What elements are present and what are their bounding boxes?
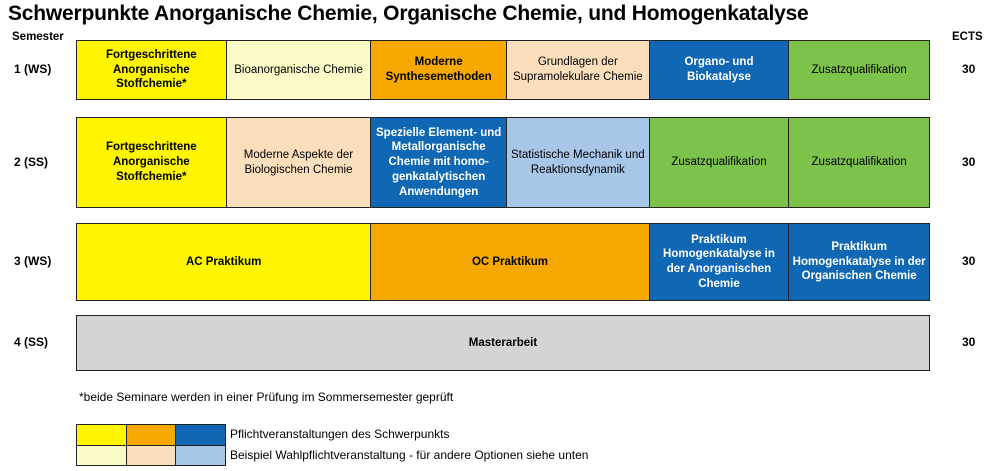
legend-label-elective: Beispiel Wahlpflichtveranstaltung - für …: [230, 448, 589, 462]
legend-swatch-required-orange: [126, 425, 177, 445]
legend-swatch-required-blue: [176, 425, 226, 445]
legend-row-required: [77, 425, 226, 446]
course-module[interactable]: Zusatzqualifikation: [789, 118, 929, 207]
semester-row-2: Fortgeschrittene Anorganische Stoffchemi…: [76, 117, 930, 208]
course-module[interactable]: AC Praktikum: [77, 224, 372, 300]
page-title: Schwerpunkte Anorganische Chemie, Organi…: [8, 2, 809, 25]
course-module[interactable]: Fortgeschrittene Anorganische Stoffchemi…: [77, 41, 227, 99]
legend-label-required: Pflichtveranstaltungen des Schwerpunkts: [230, 427, 450, 441]
semester-label-3: 3 (WS): [14, 254, 52, 268]
column-header-ects: ECTS: [952, 31, 983, 43]
legend-swatch-required-yellow: [77, 425, 127, 445]
ects-value-4: 30: [962, 335, 976, 349]
column-header-semester: Semester: [12, 31, 64, 43]
legend-swatches: [76, 424, 226, 466]
legend-row-elective: [77, 445, 226, 465]
legend-swatch-elective-light_yellow: [77, 445, 127, 465]
course-module[interactable]: Organo- und Biokatalyse: [649, 41, 790, 99]
semester-label-1: 1 (WS): [14, 62, 52, 76]
course-module[interactable]: Fortgeschrittene Anorganische Stoffchemi…: [77, 118, 227, 207]
course-module[interactable]: Zusatzqualifikation: [649, 118, 790, 207]
course-module[interactable]: Moderne Synthesemethoden: [371, 41, 507, 99]
legend-swatch-elective-light_orange: [126, 445, 177, 465]
course-module[interactable]: Masterarbeit: [77, 316, 929, 370]
semester-row-4: Masterarbeit: [76, 315, 930, 371]
course-module[interactable]: OC Praktikum: [371, 224, 650, 300]
course-module[interactable]: Praktikum Homogenkatalyse in der Organis…: [789, 224, 929, 300]
course-module[interactable]: Grundlagen der Supramolekulare Chemie: [506, 41, 650, 99]
course-module[interactable]: Zusatzqualifikation: [789, 41, 929, 99]
footnote: *beide Seminare werden in einer Prüfung …: [79, 390, 454, 404]
semester-label-2: 2 (SS): [14, 154, 49, 169]
semester-row-1: Fortgeschrittene Anorganische Stoffchemi…: [76, 40, 930, 100]
course-module[interactable]: Spezielle Element- und Metallorganische …: [371, 118, 507, 207]
ects-value-2: 30: [962, 154, 976, 169]
course-module[interactable]: Statistische Mechanik und Reaktionsdynam…: [506, 118, 650, 207]
ects-value-1: 30: [962, 62, 976, 76]
legend-swatch-elective-light_blue: [176, 445, 226, 465]
course-module[interactable]: Bioanorganische Chemie: [226, 41, 372, 99]
course-module[interactable]: Moderne Aspekte der Biologischen Chemie: [226, 118, 372, 207]
semester-label-4: 4 (SS): [14, 335, 49, 349]
ects-value-3: 30: [962, 254, 976, 268]
course-module[interactable]: Praktikum Homogenkatalyse in der Anorgan…: [649, 224, 790, 300]
